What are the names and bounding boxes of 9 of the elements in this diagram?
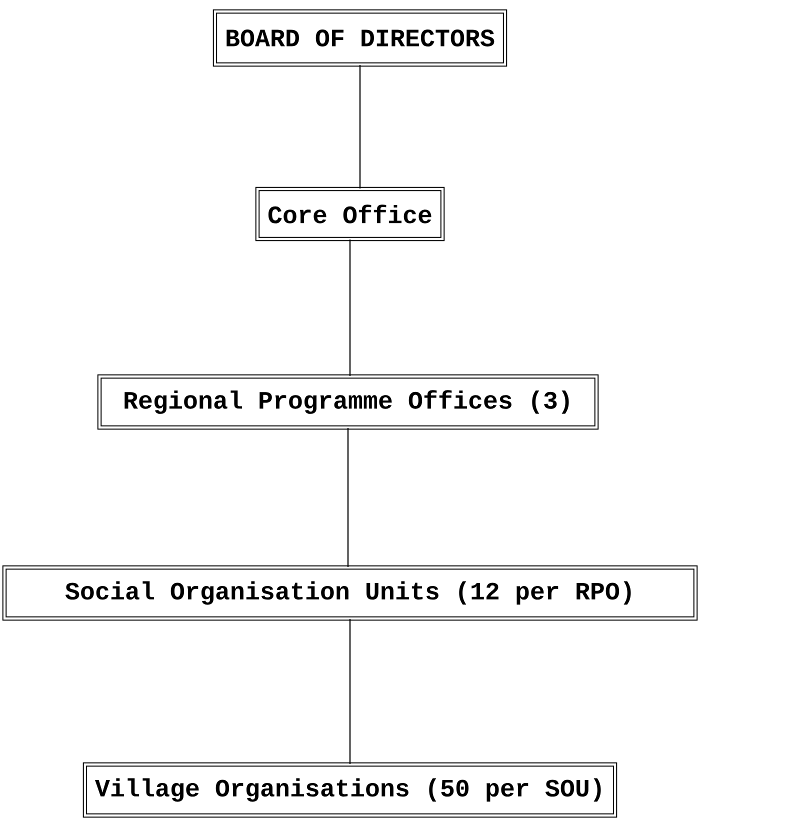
connector-line [349, 240, 351, 376]
connector-line [347, 428, 349, 567]
org-box: Regional Programme Offices (3) [97, 374, 599, 430]
org-box: Core Office [255, 186, 445, 242]
connector-line [349, 619, 351, 764]
org-box: BOARD OF DIRECTORS [212, 9, 508, 67]
org-box: Village Organisations (50 per SOU) [82, 762, 618, 818]
connector-line [359, 65, 361, 188]
org-box: Social Organisation Units (12 per RPO) [2, 565, 698, 621]
